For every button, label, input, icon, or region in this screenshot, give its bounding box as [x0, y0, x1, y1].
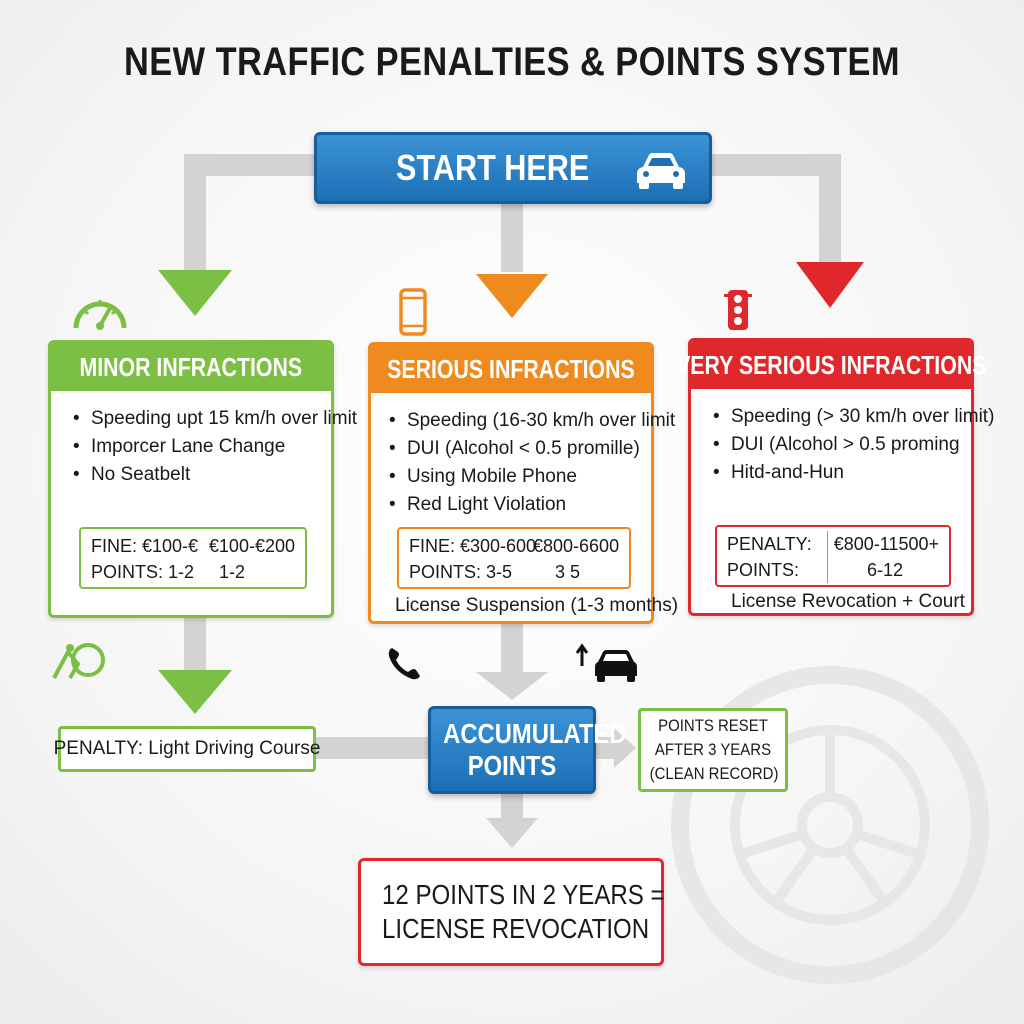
very-serious-points-label: POINTS: [727, 560, 800, 580]
minor-fine-box: FINE: €100-€ €100-€200 POINTS: 1-2 1-2 [79, 527, 307, 589]
list-item: Hitd-and-Hun [713, 459, 971, 487]
car-icon [637, 153, 685, 189]
minor-fine-value: €100-€200 [208, 536, 295, 556]
list-item: DUI (Alcohol > 0.5 proming [713, 431, 971, 459]
final-line2: LICENSE REVOCATION [382, 913, 650, 944]
serious-fine-value: €800-6600 [533, 536, 620, 556]
arrow-down-penalty [158, 670, 232, 714]
reset-line2: AFTER 3 YEARS [654, 740, 772, 759]
arrow-down-serious [476, 274, 548, 318]
list-item: Imporcer Lane Change [73, 433, 331, 461]
serious-note: License Suspension (1-3 months) [395, 595, 679, 616]
arrow-down-very-serious [796, 262, 864, 308]
minor-fine-label: FINE: €100-€ [91, 536, 199, 556]
final-line1: 12 POINTS IN 2 YEARS = [382, 879, 665, 910]
minor-points-label: POINTS: 1-2 [91, 562, 195, 582]
traffic-light-icon [724, 290, 752, 330]
serious-fine-label: FINE: €300-600 [409, 536, 537, 556]
list-item: Using Mobile Phone [389, 463, 651, 491]
mobile-phone-icon [399, 288, 427, 336]
start-here-label: START HERE [396, 147, 590, 188]
page-title: NEW TRAFFIC PENALTIES & POINTS SYSTEM [124, 40, 900, 84]
start-here-button[interactable]: START HERE [314, 132, 712, 204]
list-item: Speeding (> 30 km/h over limit) [713, 403, 994, 431]
arrow-down-minor [158, 270, 232, 316]
very-serious-penalty-box: PENALTY: €800-11500+ POINTS: 6-12 [715, 525, 951, 587]
serious-infractions-list: Speeding (16-30 km/h over limit DUI (Alc… [371, 407, 675, 519]
arrow-right-reset [614, 728, 636, 768]
very-serious-note: License Revocation + Court [731, 591, 965, 612]
car-overtake-icon [575, 643, 637, 682]
serious-fine-box: FINE: €300-600€800-6600 POINTS: 3-5 3 5 [397, 527, 631, 589]
list-item: DUI (Alcohol < 0.5 promille) [389, 435, 651, 463]
penalty-driving-course-box: PENALTY: Light Driving Course [54, 726, 320, 772]
list-item: Red Light Violation [389, 491, 651, 519]
arrow-down-accumulated [476, 672, 548, 700]
reset-line1: POINTS RESET [658, 716, 768, 735]
speedometer-icon [73, 300, 127, 330]
minor-infractions-header: MINOR INFRACTIONS [51, 343, 331, 391]
minor-infractions-card: MINOR INFRACTIONS Speeding upt 15 km/h o… [48, 340, 357, 618]
very-serious-penalty-label: PENALTY: [727, 534, 812, 554]
minor-points-value: 1-2 [219, 562, 246, 582]
serious-points-label: POINTS: 3-5 [409, 562, 513, 582]
very-serious-penalty-value: €800-11500+ [833, 534, 939, 554]
license-revocation-box: 12 POINTS IN 2 YEARS = LICENSE REVOCATIO… [358, 858, 665, 966]
list-item: Speeding (16-30 km/h over limit [389, 407, 675, 435]
serious-infractions-header: SERIOUS INFRACTIONS [371, 345, 651, 393]
minor-infractions-list: Speeding upt 15 km/h over limit Imporcer… [51, 405, 357, 489]
accumulated-points-box: ACCUMULATED POINTS [428, 706, 627, 794]
very-serious-points-value: 6-12 [867, 560, 904, 580]
list-item: Speeding upt 15 km/h over limit [73, 405, 357, 433]
very-serious-infractions-list: Speeding (> 30 km/h over limit) DUI (Alc… [691, 403, 994, 487]
accumulated-line2: POINTS [467, 750, 557, 781]
seatbelt-icon [52, 643, 105, 679]
serious-points-value: 3 5 [555, 562, 581, 582]
serious-infractions-card: SERIOUS INFRACTIONS Speeding (16-30 km/h… [368, 342, 678, 624]
very-serious-infractions-header: VERY SERIOUS INFRACTIONS [676, 341, 986, 389]
points-reset-box: POINTS RESET AFTER 3 YEARS (CLEAN RECORD… [638, 708, 788, 792]
arrow-down-final [486, 818, 538, 848]
list-item: No Seatbelt [73, 461, 331, 489]
accumulated-line1: ACCUMULATED [443, 718, 627, 749]
very-serious-infractions-card: VERY SERIOUS INFRACTIONS Speeding (> 30 … [676, 338, 994, 616]
reset-line3: (CLEAN RECORD) [649, 764, 779, 783]
phone-call-icon [388, 648, 420, 680]
